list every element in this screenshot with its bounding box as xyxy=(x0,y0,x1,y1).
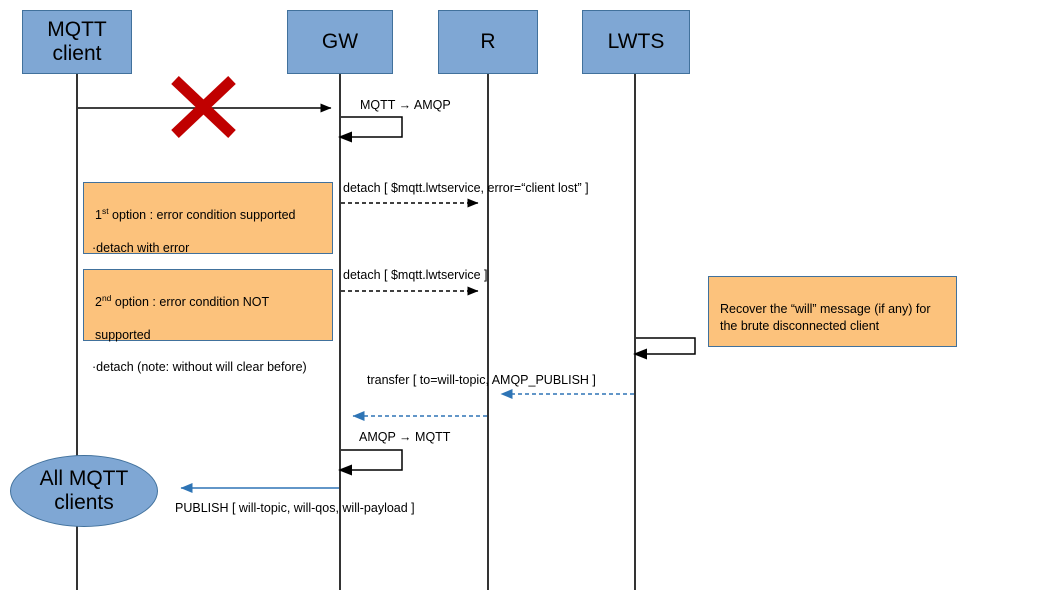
self-call-mqtt-to-amqp xyxy=(338,116,403,143)
message-label-amqp-to-mqtt: AMQP → MQTT xyxy=(359,430,451,444)
actor-lwts-label: LWTS xyxy=(607,30,665,54)
note-option-2: 2nd option : error condition NOT support… xyxy=(83,269,333,374)
actor-all-mqtt-clients-label: All MQTT clients xyxy=(39,467,129,514)
self-call-amqp-to-mqtt xyxy=(338,449,403,476)
actor-all-mqtt-clients[interactable]: All MQTT clients xyxy=(10,455,158,527)
note-option-2-ordinal: 2 xyxy=(95,295,102,310)
actor-r-label: R xyxy=(480,30,496,54)
note-option-1-ordinal: 1 xyxy=(95,208,102,223)
message-label-transfer: transfer [ to=will-topic, AMQP_PUBLISH ] xyxy=(367,373,596,387)
note-recover-will-text: Recover the “will” message (if any) for … xyxy=(720,302,931,333)
actor-mqtt-client-label: MQTT client xyxy=(47,18,107,65)
actor-gw-label: GW xyxy=(321,30,359,54)
note-option-1-line-2: ·detach with error xyxy=(92,240,190,255)
note-option-1: 1st option : error condition supported ·… xyxy=(83,182,333,255)
self-call-recover-will xyxy=(633,337,696,360)
note-option-2-line-1: 2nd option : error condition NOT xyxy=(95,294,322,310)
message-label-detach-with-error: detach [ $mqtt.lwtservice, error=“client… xyxy=(343,181,589,195)
actor-mqtt-client[interactable]: MQTT client xyxy=(22,10,132,74)
message-label-mqtt-to-amqp: MQTT → AMQP xyxy=(360,98,451,112)
note-option-2-line-1-rest: option : error condition NOT xyxy=(111,295,270,310)
actor-r[interactable]: R xyxy=(438,10,538,74)
note-option-1-line-1: 1st option : error condition supported xyxy=(95,207,322,223)
actor-lwts[interactable]: LWTS xyxy=(582,10,690,74)
note-option-1-ordinal-suffix: st xyxy=(101,206,109,217)
note-option-1-line-1-rest: option : error condition supported xyxy=(108,208,296,223)
note-recover-will: Recover the “will” message (if any) for … xyxy=(708,276,957,347)
note-option-2-line-3: ·detach (note: without will clear before… xyxy=(92,360,307,375)
note-option-2-line-2: supported xyxy=(95,327,151,342)
note-option-2-ordinal-suffix: nd xyxy=(101,293,112,304)
connection-broken-x-icon xyxy=(171,76,236,138)
message-label-detach-plain: detach [ $mqtt.lwtservice ] xyxy=(343,268,488,282)
message-label-publish: PUBLISH [ will-topic, will-qos, will-pay… xyxy=(175,501,415,515)
actor-gw[interactable]: GW xyxy=(287,10,393,74)
